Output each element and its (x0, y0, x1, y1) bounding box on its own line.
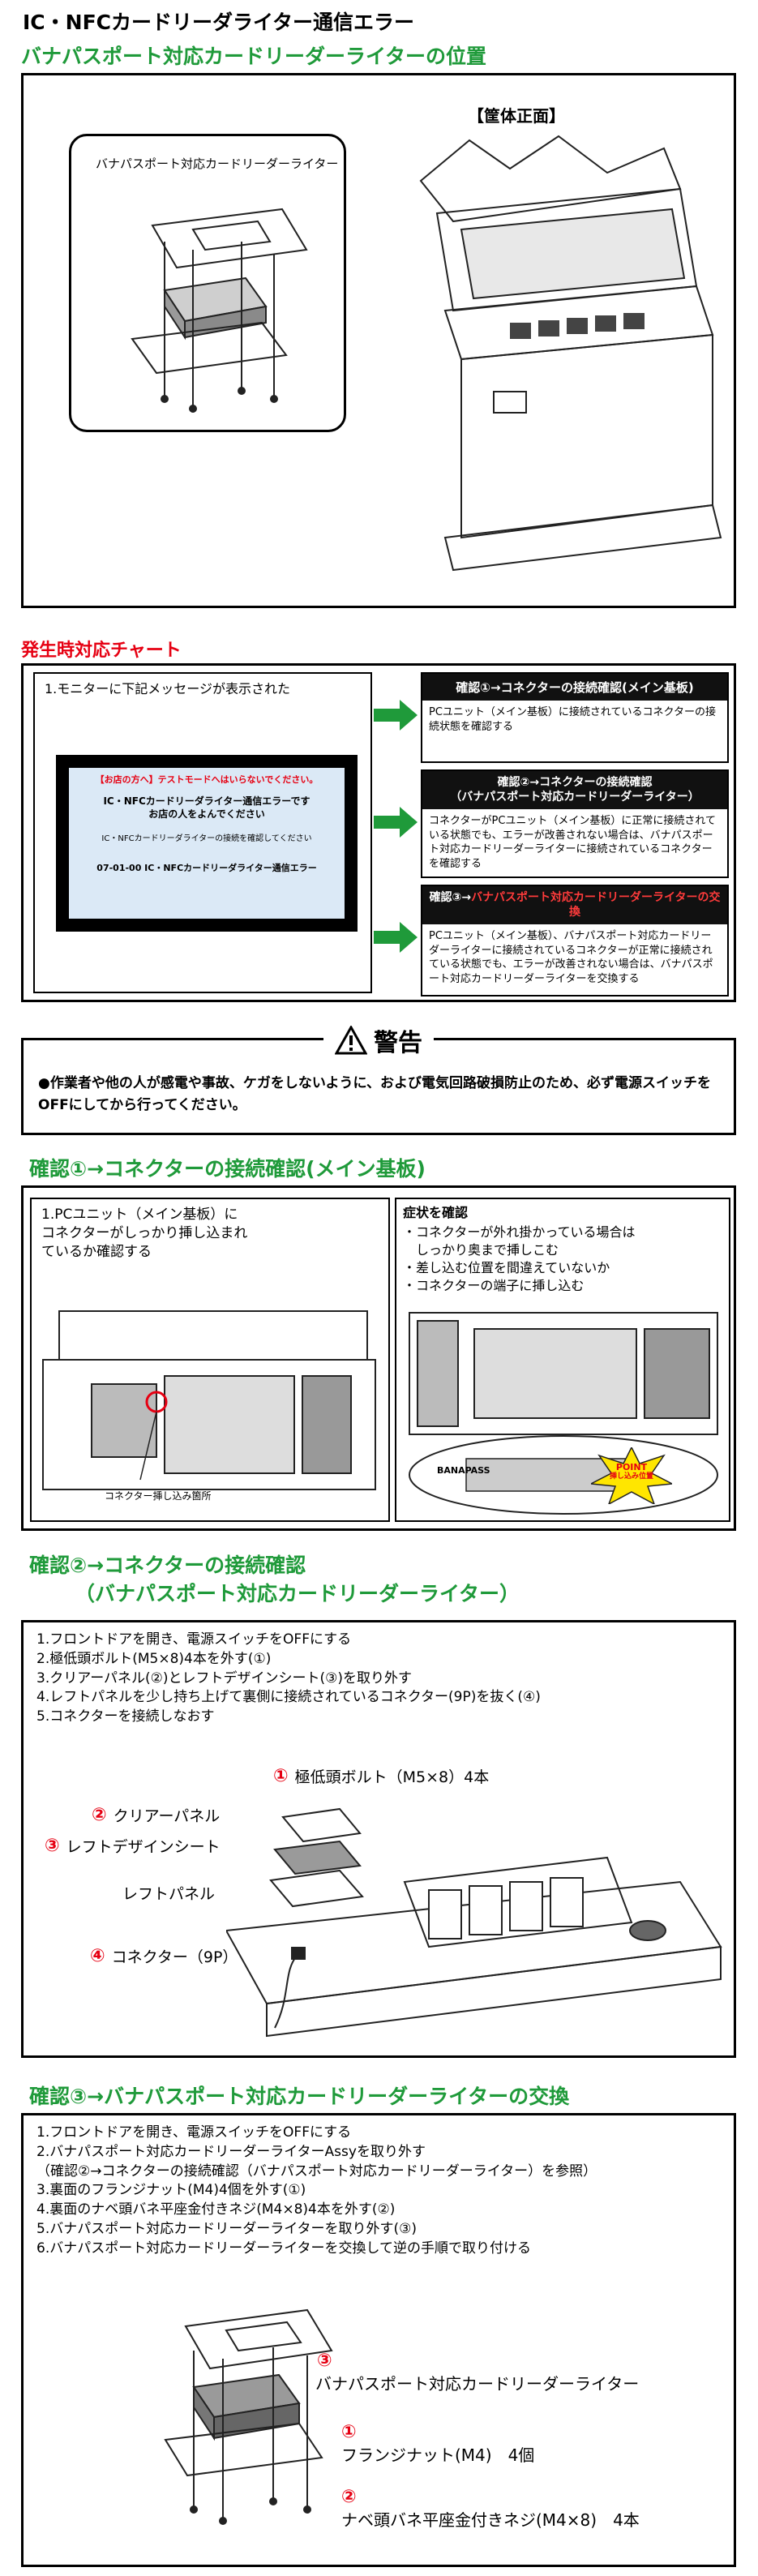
location-heading: バナパスポート対応カードリーダーライターの位置 (21, 45, 487, 68)
section2-step-4: 4.レフトパネルを少し持ち上げて裏側に接続されているコネクター(9P)を抜く(④… (36, 1689, 541, 1706)
section3-step-2-note: （確認②→コネクターの接続確認（バナパスポート対応カードリーダーライター）を参照… (36, 2162, 597, 2180)
section2-step-5: 5.コネクターを接続しなおす (36, 1708, 215, 1725)
check3-head: 確認③→バナパスポート対応カードリーダーライターの交換 (422, 886, 727, 924)
symptom-title: 症状を確認 (403, 1205, 469, 1220)
label-connector-text: コネクター（9P） (111, 1948, 238, 1966)
screen-line4: 07-01-00 IC・NFCカードリーダライター通信エラー (96, 862, 317, 873)
banapass-label: BANAPASS (437, 1465, 490, 1476)
screen-line1: 【お店の方へ】テストモードへはいらないでください。 (95, 774, 319, 785)
warning-title: 警告 (374, 1029, 422, 1057)
cabinet-illustration (419, 135, 722, 572)
pc-unit-zoom-illustration (409, 1312, 718, 1515)
check1-box: 確認①→コネクターの接続確認(メイン基板) PCユニット（メイン基板）に接続され… (421, 672, 729, 763)
section2-steps: 1.フロントドアを開き、電源スイッチをOFFにする 2.極低頭ボルト(M5×8)… (36, 1631, 541, 1727)
section2-heading-line2: （バナパスポート対応カードリーダーライター） (75, 1581, 520, 1605)
chart-heading: 発生時対応チャート (21, 641, 182, 661)
check3-head-red: バナパスポート対応カードリーダーライターの交換 (471, 891, 721, 919)
monitor-message: 【お店の方へ】テストモードへはいらないでください。 IC・NFCカードリーダライ… (69, 768, 345, 919)
label-bolt: ① 極低頭ボルト（M5×8）4本 (273, 1765, 489, 1787)
label-bolt-number: ① (273, 1766, 289, 1786)
section1-heading: 確認①→コネクターの接続確認(メイン基板) (29, 1157, 426, 1181)
point-burst-icon (591, 1447, 672, 1504)
section1-right-box: 症状を確認 ・コネクターが外れ掛かっている場合は しっかり奥まで挿しこむ ・差し… (395, 1198, 730, 1522)
section3-step-2: 2.バナパスポート対応カードリーダーライターAssyを取り外す (36, 2143, 426, 2160)
reader-replacement-illustration (164, 2308, 333, 2525)
label-screw-number: ② (341, 2487, 357, 2507)
warning-frame: 警告 ●作業者や他の人が感電や事故、ケガをしないように、および電気回路破損防止の… (21, 1022, 736, 1135)
section2-step-2: 2.極低頭ボルト(M5×8)4本を外す(①) (36, 1650, 272, 1667)
label-reader-replace-number: ③ (317, 2351, 332, 2371)
label-clear-panel-number: ② (92, 1805, 107, 1825)
arrow-right-icon (374, 922, 418, 953)
label-reader-replace: ③ バナパスポート対応カードリーダーライター (315, 2351, 639, 2394)
screen-line2: IC・NFCカードリーダライター通信エラーです お店の人をよんでください (103, 795, 310, 821)
symptom-1: ・コネクターが外れ掛かっている場合は しっかり奥まで挿しこむ (403, 1224, 636, 1258)
page-title: IC・NFCカードリーダライター通信エラー (23, 11, 414, 34)
section3-step-5: 5.バナパスポート対応カードリーダーライターを取り外す(③) (36, 2220, 418, 2237)
pc-unit-illustration (42, 1310, 376, 1490)
label-left-panel: レフトパネル (122, 1885, 216, 1903)
reader-exploded-illustration (131, 208, 308, 413)
section1-left-box: 1.PCユニット（メイン基板）に コネクターがしっかり挿し込まれ ているか確認す… (30, 1198, 390, 1522)
label-clear-panel: ② クリアーパネル (92, 1804, 220, 1826)
connector-caption: コネクター挿し込み箇所 (105, 1490, 212, 1502)
label-flange-nut-text: フランジナット(M4) 4個 (341, 2445, 535, 2465)
step1-box: 1.モニターに下記メッセージが表示された 【お店の方へ】テストモードへはいらない… (33, 672, 372, 993)
label-bolt-text: 極低頭ボルト（M5×8）4本 (294, 1768, 490, 1786)
section3-step-3: 3.裏面のフランジナット(M4)4個を外す(①) (36, 2182, 306, 2199)
warning-title-group: 警告 (323, 1022, 434, 1058)
section2-step-3: 3.クリアーパネル(②)とレフトデザインシート(③)を取り外す (36, 1669, 413, 1687)
section2-step-1: 1.フロントドアを開き、電源スイッチをOFFにする (36, 1631, 352, 1648)
check1-body: PCユニット（メイン基板）に接続されているコネクターの接続状態を確認する (429, 706, 717, 733)
section1-frame: 1.PCユニット（メイン基板）に コネクターがしっかり挿し込まれ ているか確認す… (21, 1185, 736, 1531)
label-flange-nut-number: ① (341, 2422, 357, 2442)
monitor-screen: 【お店の方へ】テストモードへはいらないでください。 IC・NFCカードリーダライ… (56, 755, 358, 932)
section2-heading: 確認②→コネクターの接続確認 （バナパスポート対応カードリーダーライター） (29, 1552, 520, 1608)
section2-frame: 1.フロントドアを開き、電源スイッチをOFFにする 2.極低頭ボルト(M5×8)… (21, 1620, 736, 2058)
check3-head-prefix: 確認③→ (429, 891, 472, 904)
location-frame: バナパスポート対応カードリーダーライター 【筐体正面】 (21, 73, 736, 608)
warning-text: ●作業者や他の人が感電や事故、ケガをしないように、および電気回路破損防止のため、… (38, 1075, 711, 1114)
check1-head: 確認①→コネクターの接続確認(メイン基板) (422, 674, 727, 701)
section1-left-text: 1.PCユニット（メイン基板）に コネクターがしっかり挿し込まれ ているか確認す… (41, 1207, 248, 1260)
label-connector-number: ④ (90, 1946, 105, 1966)
chart-frame: 1.モニターに下記メッセージが表示された 【お店の方へ】テストモードへはいらない… (21, 663, 736, 1002)
warning-triangle-icon (335, 1026, 367, 1055)
check2-head: 確認②→コネクターの接続確認 （バナパスポート対応カードリーダーライター） (422, 771, 727, 809)
callout-label: バナパスポート対応カードリーダーライター (96, 156, 339, 171)
symptom-3: ・コネクターの端子に挿し込む (403, 1278, 585, 1293)
section3-heading: 確認③→バナパスポート対応カードリーダーライターの交換 (29, 2085, 570, 2108)
label-screw: ② ナベ頭バネ平座金付きネジ(M4×8) 4本 (341, 2487, 640, 2531)
check2-box: 確認②→コネクターの接続確認 （バナパスポート対応カードリーダーライター） コネ… (421, 769, 729, 878)
check3-box: 確認③→バナパスポート対応カードリーダーライターの交換 PCユニット（メイン基板… (421, 885, 729, 997)
label-design-sheet-number: ③ (45, 1836, 60, 1856)
label-reader-replace-text: バナパスポート対応カードリーダーライター (315, 2374, 640, 2394)
check2-body: コネクターがPCユニット（メイン基板）に正常に接続されている状態でも、エラーが改… (429, 815, 717, 870)
arrow-right-icon (374, 807, 418, 838)
point-text: POINT 挿し込み位置 (609, 1462, 654, 1481)
label-screw-text: ナベ頭バネ平座金付きネジ(M4×8) 4本 (341, 2510, 640, 2530)
point-label: POINT (615, 1462, 648, 1472)
section3-frame: 1.フロントドアを開き、電源スイッチをOFFにする 2.バナパスポート対応カード… (21, 2113, 736, 2567)
label-design-sheet: ③ レフトデザインシート (45, 1835, 221, 1857)
check3-body: PCユニット（メイン基板）、バナパスポート対応カードリーダーライターに接続されて… (429, 930, 713, 985)
label-design-sheet-text: レフトデザインシート (66, 1838, 221, 1856)
section3-step-1: 1.フロントドアを開き、電源スイッチをOFFにする (36, 2124, 352, 2141)
step1-text: 1.モニターに下記メッセージが表示された (45, 681, 290, 697)
control-panel-illustration (226, 1807, 722, 2038)
section3-step-6: 6.バナパスポート対応カードリーダーライターを交換して逆の手順で取り付ける (36, 2240, 532, 2257)
front-label: 【筐体正面】 (468, 106, 565, 126)
section3-step-4: 4.裏面のナベ頭バネ平座金付きネジ(M4×8)4本を外す(②) (36, 2201, 396, 2218)
screen-line3: IC・NFCカードリーダライターの接続を確認してください (101, 834, 312, 844)
label-flange-nut: ① フランジナット(M4) 4個 (341, 2422, 534, 2466)
label-connector: ④ コネクター（9P） (90, 1945, 238, 1967)
section2-heading-line1: 確認②→コネクターの接続確認 (29, 1554, 306, 1577)
point-sub: 挿し込み位置 (609, 1472, 653, 1481)
callout-box: バナパスポート対応カードリーダーライター (69, 134, 346, 432)
symptom-2: ・差し込む位置を間違えていないか (403, 1260, 610, 1275)
section3-steps: 1.フロントドアを開き、電源スイッチをOFFにする 2.バナパスポート対応カード… (36, 2124, 597, 2259)
arrow-right-icon (374, 700, 418, 731)
label-clear-panel-text: クリアーパネル (113, 1807, 221, 1825)
